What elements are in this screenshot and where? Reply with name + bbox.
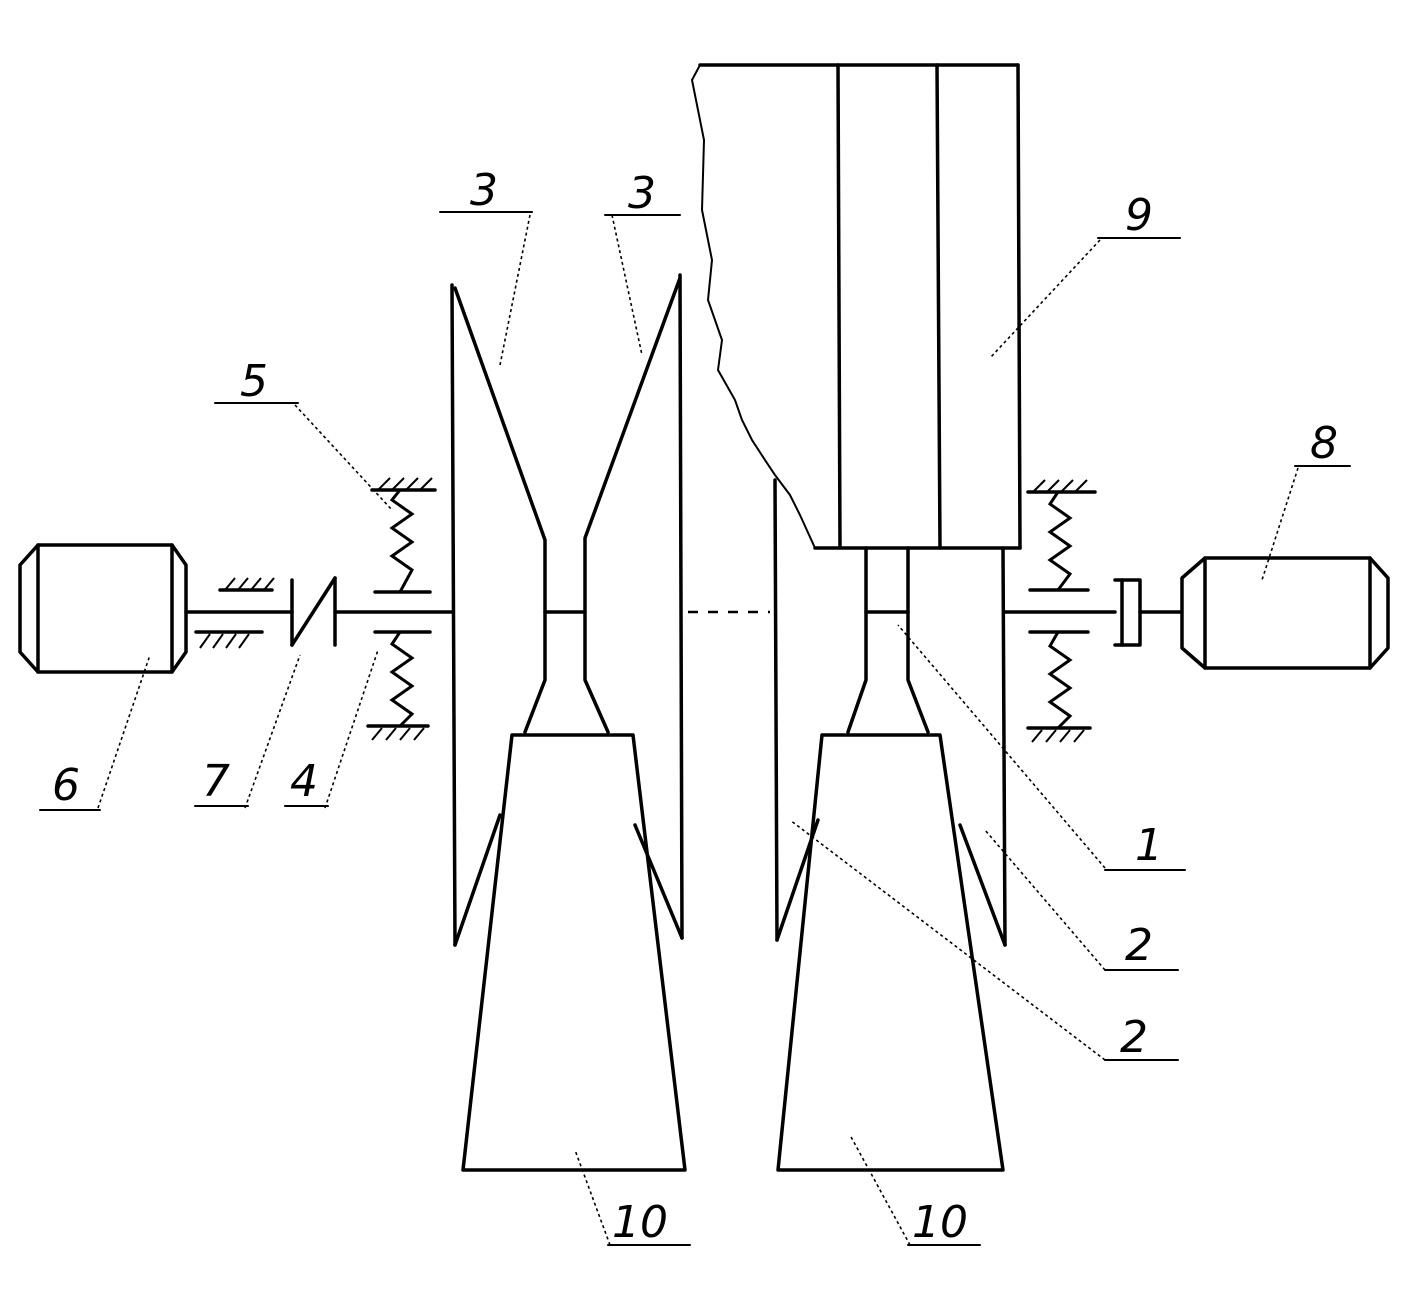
label-10-left: 10: [612, 1197, 668, 1248]
label-10-right: 10: [912, 1197, 968, 1248]
label-1: 1: [1135, 820, 1163, 871]
label-4: 4: [290, 756, 318, 807]
label-3-right: 3: [628, 168, 656, 219]
label-9: 9: [1125, 190, 1153, 241]
label-underlines: [39, 211, 1351, 1246]
spring-support-right: [1026, 479, 1097, 743]
leader-lines: [97, 214, 1299, 1246]
left-billet-10: [461, 733, 687, 1172]
label-2-upper: 2: [1125, 920, 1153, 971]
motor-8: [1180, 556, 1390, 670]
right-roll-pair: [773, 478, 1007, 947]
right-shaft: [1003, 578, 1182, 647]
label-3-left: 3: [470, 165, 498, 216]
left-shaft: [184, 577, 454, 649]
reference-labels: 3 3 5 9 8 6 7 4 1 2 2 10 10: [52, 165, 1338, 1248]
frame-9: [690, 63, 1022, 550]
label-6: 6: [52, 760, 80, 811]
motor-6: [18, 543, 188, 674]
left-roll-pair: [450, 273, 684, 947]
coupling-7: [290, 576, 337, 647]
spring-support-left: [366, 477, 437, 741]
right-billet-10: [776, 733, 1005, 1172]
label-5: 5: [240, 356, 268, 407]
label-2-lower: 2: [1120, 1012, 1148, 1063]
label-8: 8: [1310, 418, 1338, 469]
label-7: 7: [202, 756, 230, 807]
